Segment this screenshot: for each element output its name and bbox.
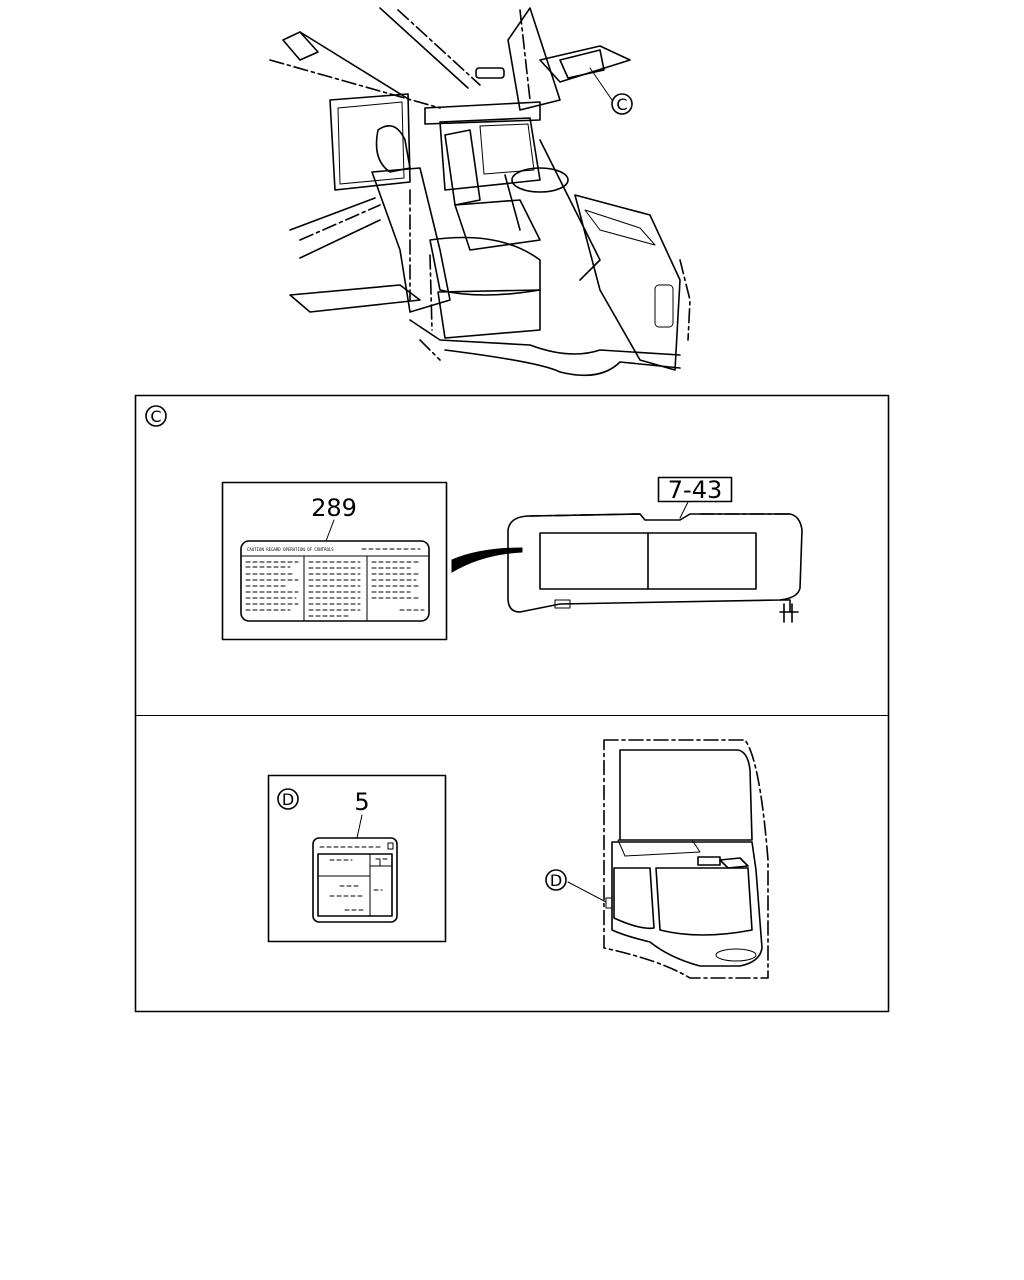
label-289-header: CAUTION REGARD OPERATION OF CONTROLS: [247, 547, 334, 552]
leader-289-to-visor: [451, 547, 523, 573]
part-number-289: 289: [311, 494, 357, 522]
ref-7-43: 7-43: [668, 476, 722, 504]
detail-frame: [134, 394, 890, 1013]
callout-d-panel: D: [282, 790, 294, 809]
part-number-5: 5: [354, 788, 369, 816]
svg-text:C: C: [616, 95, 627, 114]
cab-interior-illustration: [269, 7, 691, 377]
svg-text:C: C: [150, 407, 161, 426]
label-5-detail: D 5: [267, 774, 447, 943]
callout-d-door: D: [545, 869, 567, 891]
svg-text:D: D: [550, 871, 562, 890]
callout-c-panel: C: [145, 405, 167, 427]
callout-c-top: C: [611, 93, 633, 115]
sun-visor: 7-43: [507, 476, 803, 623]
label-289-detail: 289 CAUTION REGARD OPERATION OF CONTROLS: [221, 481, 448, 641]
door-illustration: [567, 739, 769, 979]
